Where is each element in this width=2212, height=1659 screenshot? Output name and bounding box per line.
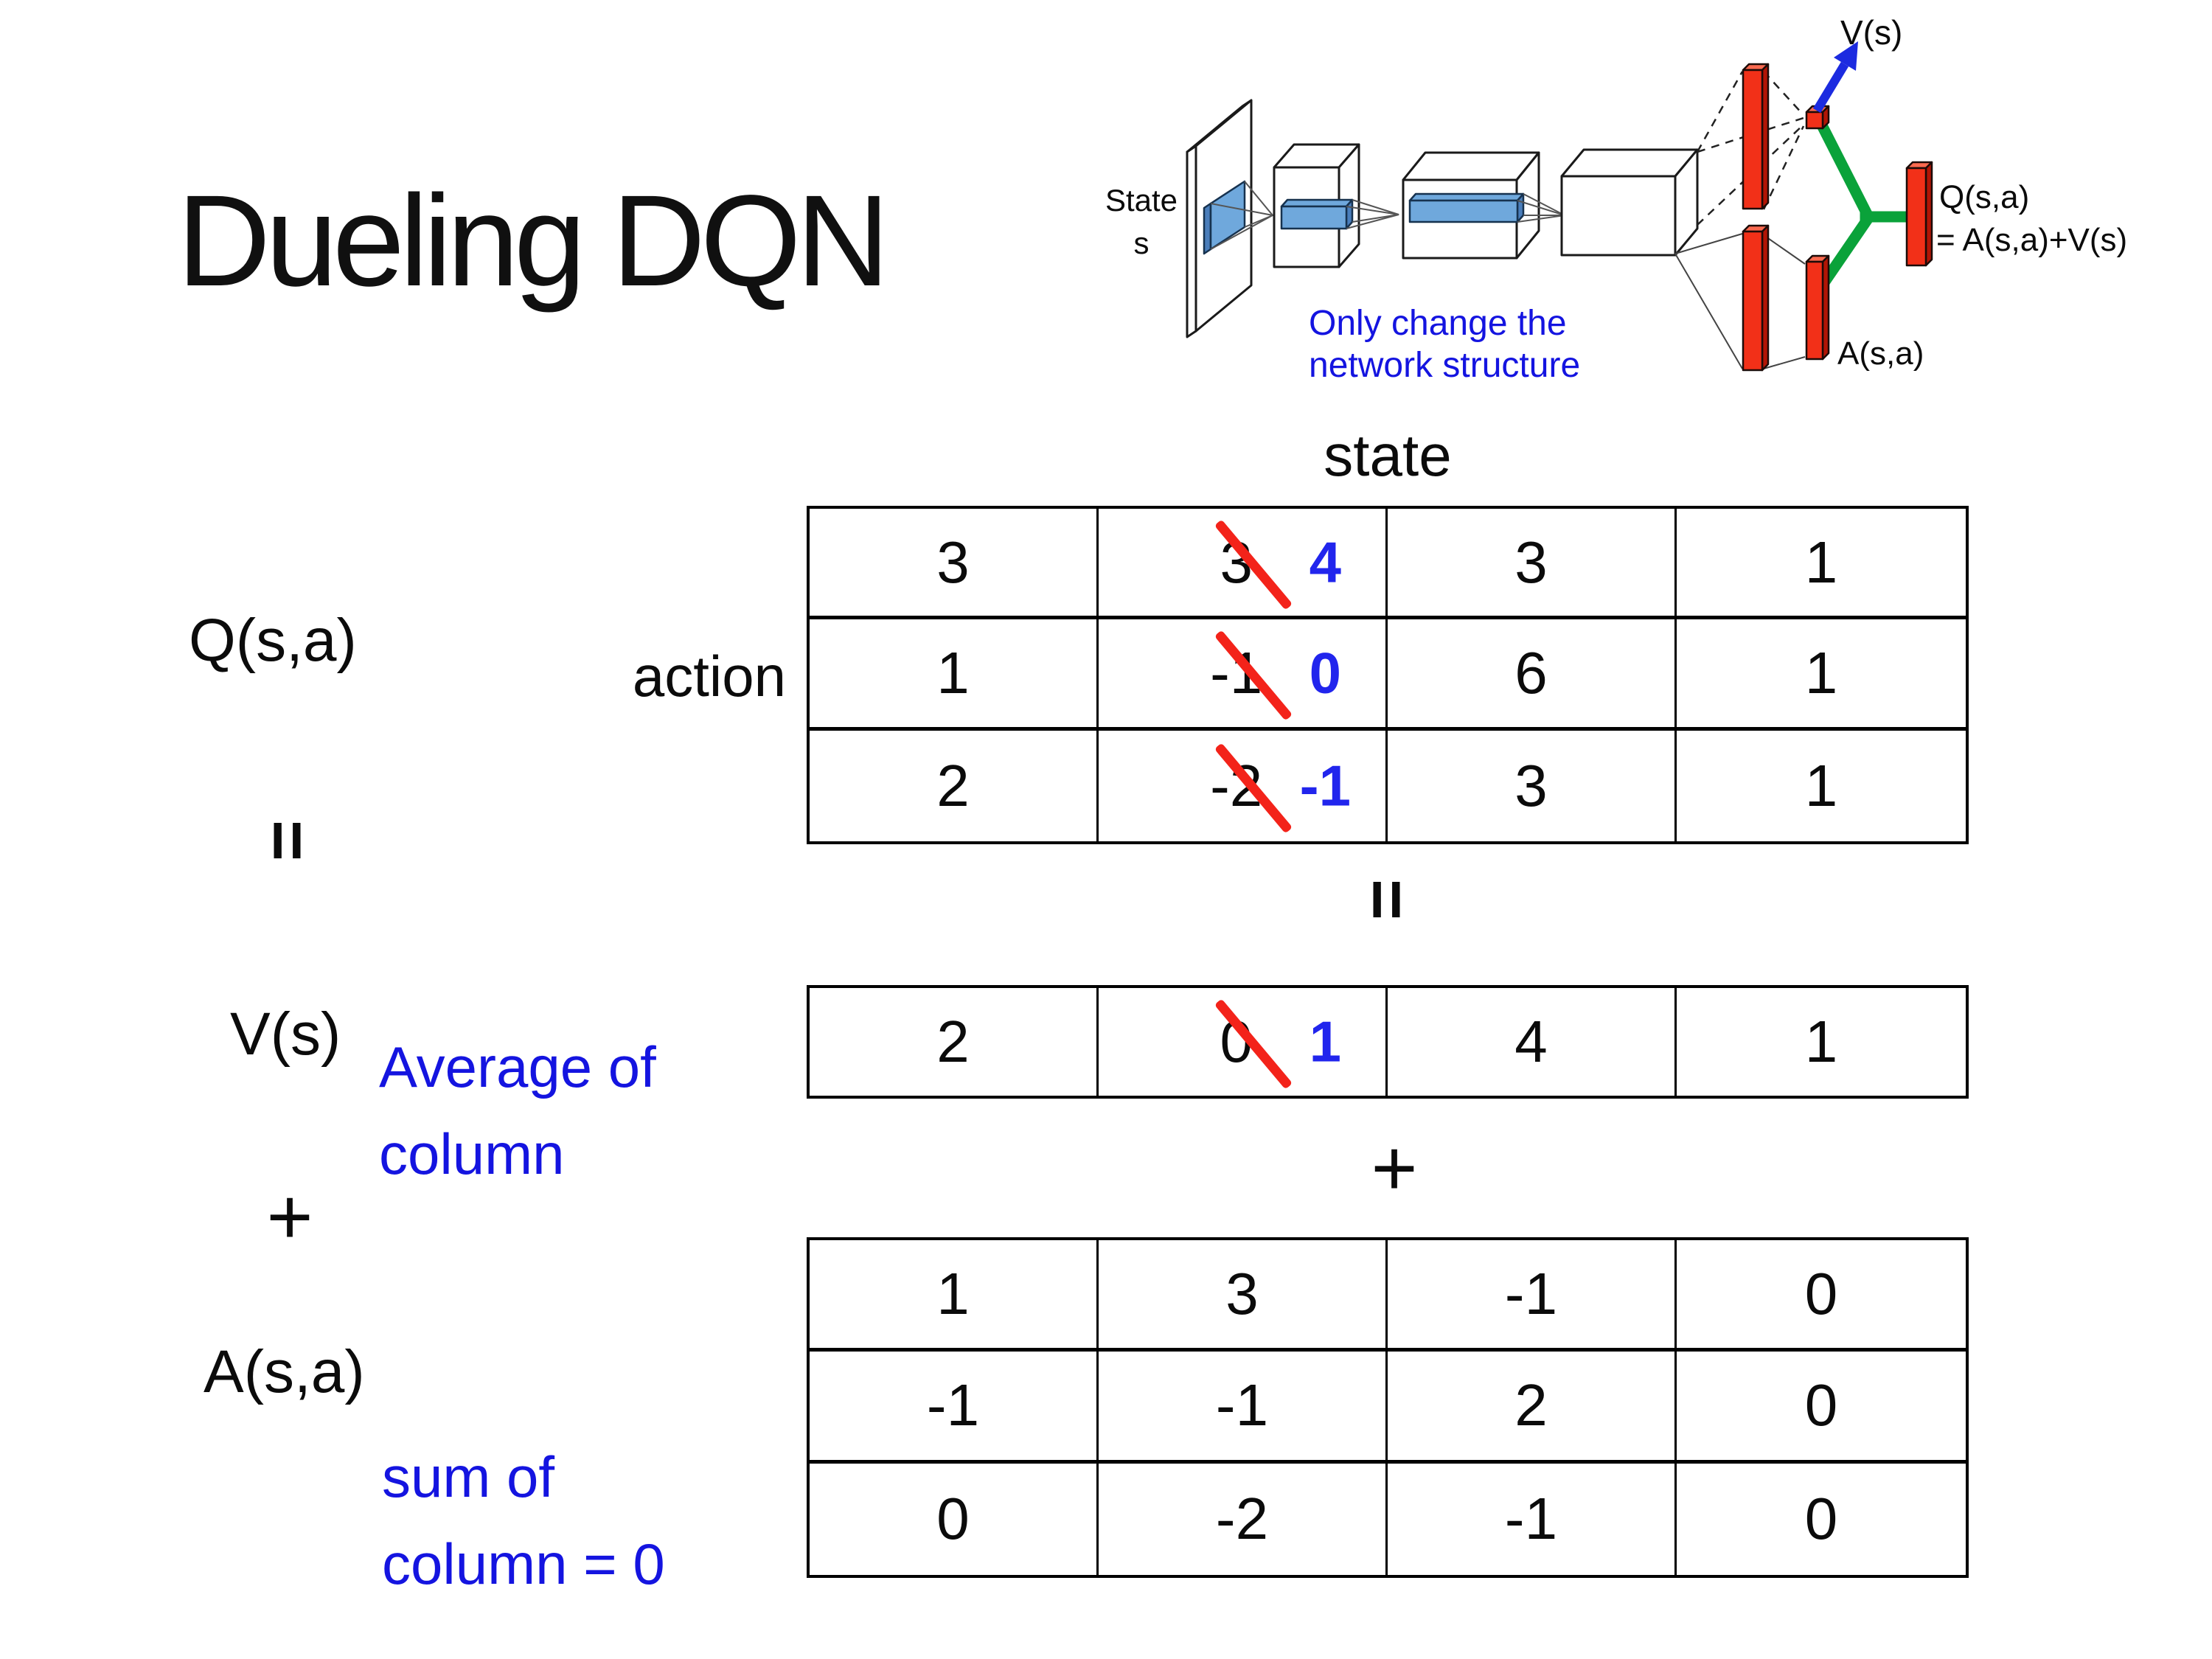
average-note-line2: column — [379, 1121, 565, 1186]
q-matrix-table-cell-2-1: -2-1 — [1099, 730, 1388, 841]
q-matrix-table-cell-0-2: 3 — [1388, 509, 1677, 620]
v-term-label: V(s) — [230, 1001, 341, 1068]
replacement-value: -1 — [1299, 753, 1351, 818]
a-matrix-table-cell-0-2: -1 — [1388, 1240, 1677, 1352]
v-row-table-cell-0-0: 2 — [810, 988, 1099, 1096]
q-matrix-table-cell-1-3: 1 — [1677, 619, 1966, 731]
a-matrix-table-cell-2-2: -1 — [1388, 1463, 1677, 1575]
feature-bar-1 — [1280, 198, 1354, 230]
q-matrix-table-cell-0-0: 3 — [810, 509, 1099, 620]
sum-of-column-note: sum of column = 0 — [382, 1433, 665, 1607]
q-output-bar — [1905, 161, 1933, 267]
equals-sign-left: = — [248, 819, 327, 862]
q-matrix-table-cell-2-2: 3 — [1388, 730, 1677, 841]
diagram-v-output-label: V(s) — [1840, 13, 1902, 52]
a-matrix-table-cell-2-0: 0 — [810, 1463, 1099, 1575]
a-matrix-table-cell-1-1: -1 — [1099, 1352, 1388, 1464]
projection-fan-1 — [1210, 181, 1275, 250]
hidden-layer-bars — [1742, 63, 1770, 372]
q-matrix-table-cell-0-3: 1 — [1677, 509, 1966, 620]
a-matrix-table-cell-2-1: -2 — [1099, 1463, 1388, 1575]
action-axis-label: action — [632, 644, 786, 709]
plus-sign-middle: + — [1371, 1122, 1418, 1212]
replacement-value: 0 — [1309, 640, 1341, 706]
value-arrow-icon — [1812, 41, 1858, 114]
a-matrix-table-cell-1-2: 2 — [1388, 1352, 1677, 1464]
a-matrix-table-cell-2-3: 0 — [1804, 1486, 1838, 1552]
a-matrix-table-cell-1-3: 0 — [1677, 1352, 1966, 1464]
v-row-table-cell-0-2: 4 — [1388, 988, 1677, 1096]
page-title: Dueling DQN — [177, 169, 890, 313]
equals-sign-middle: = — [1348, 878, 1427, 921]
diagram-state-label-line2: s — [1134, 226, 1150, 260]
a-matrix-table-cell-1-0: -1 — [810, 1352, 1099, 1464]
replacement-value: 1 — [1309, 1009, 1341, 1074]
q-matrix-table-cell-1-2: 6 — [1388, 619, 1677, 731]
q-matrix-table-cell-2-3: 1 — [1804, 752, 1838, 818]
diagram-q-output-label-line2: = A(s,a)+V(s) — [1936, 222, 2127, 258]
diagram-q-output-label-line1: Q(s,a) — [1939, 179, 2029, 215]
diagram-note-line1: Only change the — [1309, 304, 1567, 343]
projection-fan-2 — [1346, 199, 1399, 229]
diagram-note-line2: network structure — [1309, 346, 1580, 385]
state-axis-label: state — [1324, 422, 1452, 488]
q-matrix-table-cell-2-0: 2 — [810, 730, 1099, 841]
aggregation-links — [1812, 117, 1914, 297]
advantage-node-bar — [1805, 254, 1830, 361]
q-term-label: Q(s,a) — [189, 607, 357, 674]
a-matrix-table-cell-0-3: 0 — [1677, 1240, 1966, 1352]
value-stream-dashed-links — [1696, 71, 1805, 226]
average-note-line1: Average of — [379, 1034, 656, 1099]
average-of-column-note: Average of column — [379, 1023, 656, 1197]
plus-sign-left: + — [266, 1171, 313, 1261]
feature-bar-2 — [1408, 192, 1525, 223]
advantage-stream-links — [1674, 233, 1806, 369]
diagram-a-output-label: A(s,a) — [1837, 335, 1924, 372]
a-matrix-table-cell-0-0: 1 — [810, 1240, 1099, 1352]
diagram-state-label-line1: State — [1105, 183, 1178, 218]
replacement-value: 4 — [1309, 529, 1341, 595]
a-matrix-table-cell-0-1: 3 — [1099, 1240, 1388, 1352]
fc-box — [1560, 148, 1699, 257]
sum-note-line1: sum of — [382, 1444, 555, 1509]
a-term-label: A(s,a) — [204, 1338, 365, 1405]
sum-note-line2: column = 0 — [382, 1531, 665, 1596]
q-matrix-table-cell-1-0: 1 — [810, 619, 1099, 731]
v-row-table-cell-0-3: 1 — [1804, 1009, 1838, 1074]
